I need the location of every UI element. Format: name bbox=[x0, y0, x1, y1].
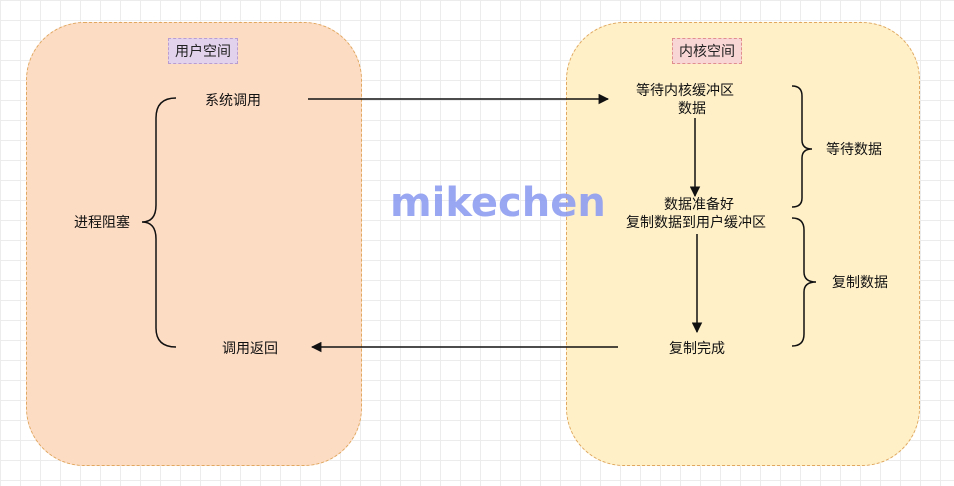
data-ready-text: 数据准备好 bbox=[664, 197, 734, 213]
user-space-panel bbox=[26, 22, 362, 466]
wait-kernel-buffer-text: 等待内核缓冲区 bbox=[636, 83, 734, 99]
copy-data-brace bbox=[791, 217, 817, 347]
syscall-text: 系统调用 bbox=[205, 93, 261, 109]
process-blocked-text: 进程阻塞 bbox=[74, 215, 130, 231]
call-return-text: 调用返回 bbox=[222, 341, 278, 357]
kernel-space-panel bbox=[566, 22, 920, 466]
watermark-text: mikechen bbox=[390, 180, 606, 226]
wait-kernel-buffer-text-2: 数据 bbox=[678, 101, 706, 117]
wait-data-brace bbox=[791, 85, 813, 208]
copy-to-user-buffer-text: 复制数据到用户缓冲区 bbox=[626, 215, 766, 231]
kernel-space-label: 内核空间 bbox=[672, 38, 742, 64]
wait-data-text: 等待数据 bbox=[826, 142, 882, 158]
blocked-brace bbox=[141, 97, 177, 348]
copy-data-text: 复制数据 bbox=[832, 275, 888, 291]
copy-complete-text: 复制完成 bbox=[669, 341, 725, 357]
user-space-label: 用户空间 bbox=[168, 38, 238, 64]
